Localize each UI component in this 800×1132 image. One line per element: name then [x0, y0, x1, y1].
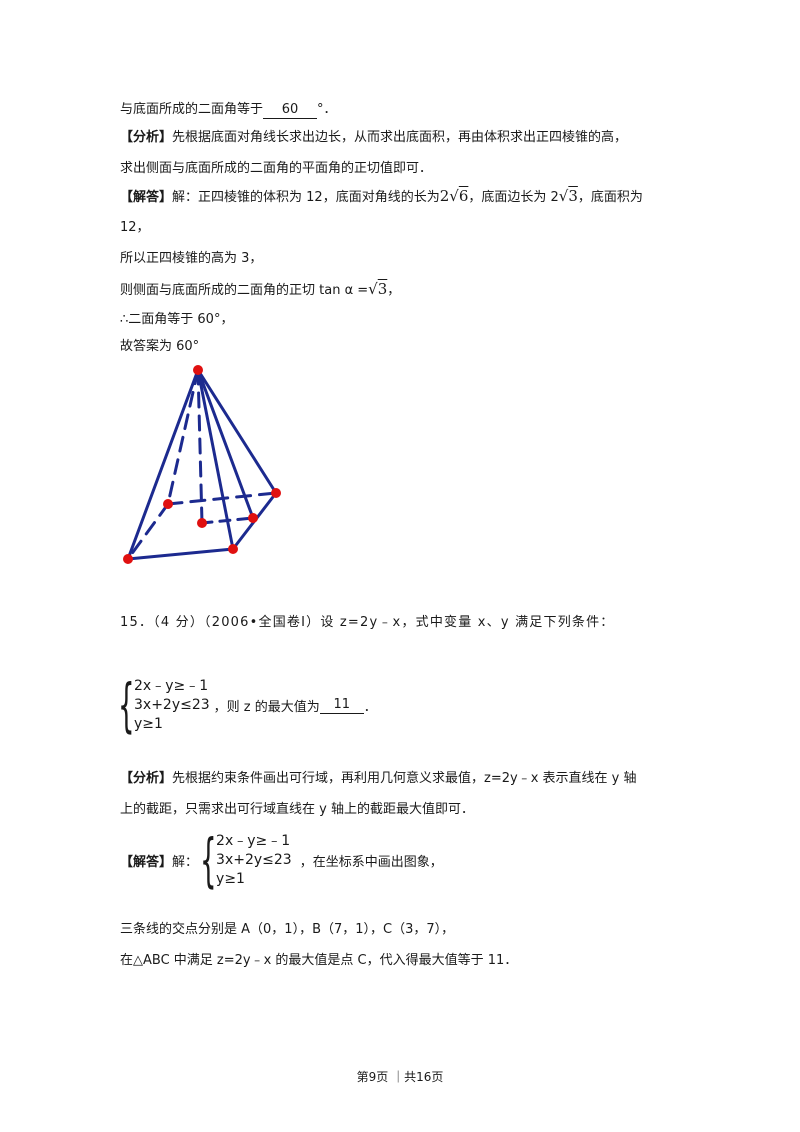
constraint-1-1: 2x﹣y≥﹣1 — [134, 677, 209, 694]
solution-1-text-b: ，底面边长为 2 — [468, 190, 559, 205]
sqrt-expression-diag: 2√6 — [439, 187, 469, 205]
question-15-head: 15．（4 分）（2006•全国卷Ⅰ）设 z=2y﹣x，式中变量 x、y 满足下… — [120, 614, 615, 632]
hidden-edge-apex-back — [166, 368, 200, 506]
analysis-2-line-1: 【分析】先根据约束条件画出可行域，再利用几何意义求最值，z=2y﹣x 表示直线在… — [120, 770, 636, 788]
question-15-text: 15．（4 分）（2006•全国卷Ⅰ）设 z=2y﹣x，式中变量 x、y 满足下… — [120, 615, 615, 630]
left-brace-icon-2: { — [200, 826, 217, 894]
solution-1-text-f-end: ， — [387, 283, 401, 298]
solution-1-text-c: ，底面积为 — [577, 190, 643, 205]
analysis-2-line-2: 上的截距，只需求出可行域直线在 y 轴上的截距最大值即可． — [120, 801, 474, 819]
solution-2-text-2: 在△ABC 中满足 z=2y﹣x 的最大值是点 C，代入得最大值等于 11． — [120, 953, 518, 968]
question-15-tail: ，则 z 的最大值为 — [213, 699, 320, 715]
page-footer: 第9页 ｜共16页 — [356, 1070, 444, 1084]
solution-1-text-g: ∴二面角等于 60°， — [120, 312, 234, 327]
solution-1-line-2: 12， — [120, 219, 150, 237]
constraint-1-3: y≥1 — [134, 715, 163, 732]
hidden-edge-apex-center — [196, 368, 204, 525]
solution-1-text-a: 解：正四棱锥的体积为 12，底面对角线的长为 — [172, 190, 440, 205]
vertex-base-back — [163, 499, 173, 509]
vertex-base-center — [197, 518, 207, 528]
solution-2-block: 【解答】解： { 2x﹣y≥﹣1 3x+2y≤23 y≥1 ，在坐标系中画出图象… — [120, 831, 443, 889]
vertex-base-right — [271, 488, 281, 498]
analysis-2-text-1: 先根据约束条件画出可行域，再利用几何意义求最值，z=2y﹣x 表示直线在 y 轴 — [172, 771, 637, 786]
edge-apex-right — [196, 368, 278, 495]
vertex-apex — [193, 365, 203, 375]
solution-1-text-e: 所以正四棱锥的高为 3， — [120, 251, 263, 266]
question-15-end: ． — [363, 699, 377, 715]
solution-2-line-3: 在△ABC 中满足 z=2y﹣x 的最大值是点 C，代入得最大值等于 11． — [120, 952, 517, 970]
sqrt-expression-side: √3 — [558, 187, 578, 205]
solution-1-text-f: 则侧面与底面所成的二面角的正切 tan α = — [120, 283, 369, 298]
solution-1-line-5: ∴二面角等于 60°， — [120, 311, 233, 329]
pyramid-figure — [123, 365, 281, 564]
solution-1-line-3: 所以正四棱锥的高为 3， — [120, 250, 262, 268]
answer-line-1-text: 与底面所成的二面角等于 — [120, 102, 264, 117]
diag-coefficient: 2 — [439, 187, 450, 205]
constraint-rows-2: 2x﹣y≥﹣1 3x+2y≤23 y≥1 — [216, 832, 292, 889]
sqrt-expression-tan: √3 — [368, 280, 388, 298]
solution-1-text-d: 12， — [120, 220, 150, 235]
answer-blank-15: 11 — [319, 697, 364, 714]
constraint-2-3: y≥1 — [216, 870, 245, 887]
edge-apex-mid — [196, 368, 255, 520]
edge-apex-left — [126, 368, 200, 561]
analysis-1-line-1: 【分析】先根据底面对角线长求出边长，从而求出底面积，再由体积求出正四棱锥的高， — [120, 129, 627, 147]
diag-radicand: 6 — [458, 187, 469, 205]
tan-radicand: 3 — [377, 280, 388, 298]
solution-2-tail: ，在坐标系中画出图象， — [299, 854, 443, 870]
solution-2-line-2: 三条线的交点分别是 A（0，1），B（7，1），C（3，7）， — [120, 921, 454, 939]
constraint-2-1: 2x﹣y≥﹣1 — [216, 832, 291, 849]
analysis-1-line-2: 求出侧面与底面所成的二面角的平面角的正切值即可． — [120, 160, 432, 178]
answer-line-1-suffix: °． — [317, 102, 337, 117]
solution-1-text-h: 故答案为 60° — [120, 339, 200, 354]
solution-1-line-6: 故答案为 60° — [120, 338, 199, 356]
vertex-base-left — [123, 554, 133, 564]
vertex-base-front — [228, 544, 238, 554]
analysis-2-text-2: 上的截距，只需求出可行域直线在 y 轴上的截距最大值即可． — [120, 802, 474, 817]
analysis-tag: 【分析】 — [120, 130, 173, 145]
analysis-1-text-1: 先根据底面对角线长求出边长，从而求出底面积，再由体积求出正四棱锥的高， — [172, 130, 628, 145]
constraint-1-2: 3x+2y≤23 — [134, 696, 210, 713]
left-brace-icon: { — [118, 671, 135, 739]
constraint-2-2: 3x+2y≤23 — [216, 851, 292, 868]
constraint-rows-1: 2x﹣y≥﹣1 3x+2y≤23 y≥1 — [134, 677, 210, 734]
solution-1-line-4: 则侧面与底面所成的二面角的正切 tan α =√3， — [120, 280, 400, 300]
solution-1-line-1: 【解答】解：正四棱锥的体积为 12，底面对角线的长为2√6，底面边长为 2√3，… — [120, 187, 643, 207]
analysis-1-text-2: 求出侧面与底面所成的二面角的平面角的正切值即可． — [120, 161, 433, 176]
edge-apex-front — [196, 368, 235, 551]
solution-tag: 【解答】 — [120, 190, 173, 205]
solution-2-text-1: 三条线的交点分别是 A（0，1），B（7，1），C（3，7）， — [120, 922, 455, 937]
solution-2-pre: 解： — [172, 854, 199, 870]
edge-base-front — [126, 547, 235, 561]
vertex-edge-mid — [248, 513, 258, 523]
solution-2-tag: 【解答】 — [120, 854, 173, 870]
hidden-edge-back-left — [126, 502, 170, 561]
side-radicand: 3 — [568, 187, 578, 205]
analysis-2-tag: 【分析】 — [120, 771, 173, 786]
answer-blank-1: 60 — [263, 102, 318, 119]
